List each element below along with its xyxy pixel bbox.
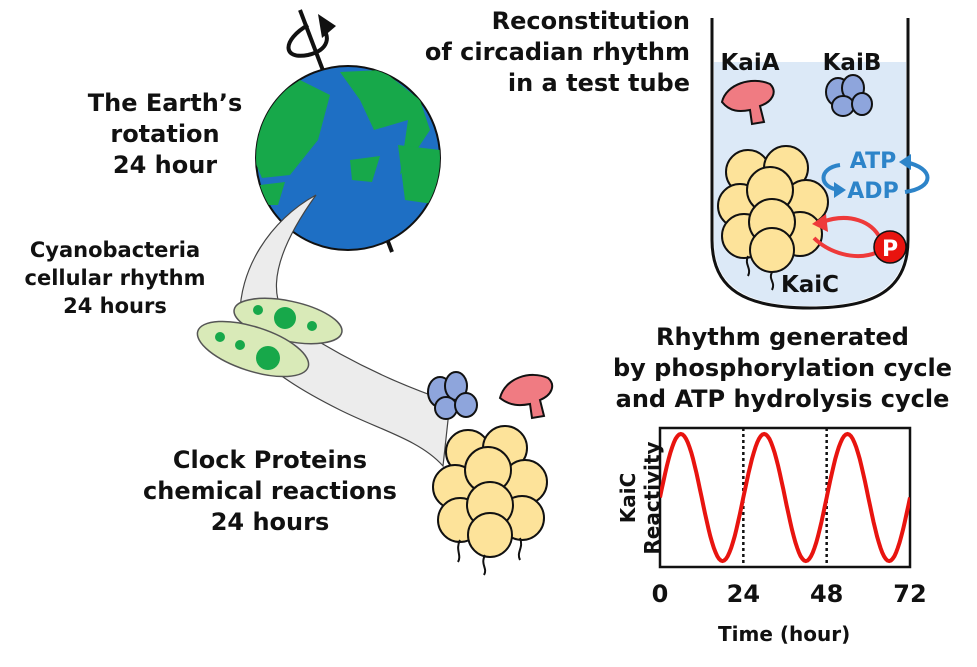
x-tick-72: 72 (893, 580, 927, 608)
clock-line-2: chemical reactions (143, 477, 397, 505)
clock-line-3: 24 hours (210, 508, 330, 536)
cyano-line-1: Cyanobacteria (29, 238, 201, 262)
cyanobacteria-label: Cyanobacteria cellular rhythm 24 hours (10, 236, 220, 320)
atp-arrowhead (899, 154, 911, 170)
kaib-protein-tube (825, 74, 873, 117)
rhythm-chart (658, 426, 912, 569)
rhythm-label: Rhythm generated by phosphorylation cycl… (590, 322, 975, 415)
rhythm-line-1: Rhythm generated (656, 323, 909, 351)
kaia-protein-bottom (498, 373, 554, 420)
clock-proteins-label: Clock Proteins chemical reactions 24 hou… (130, 445, 410, 538)
reconstitution-line-2: of circadian rhythm (424, 38, 690, 66)
earth-line-1: The Earth’s (87, 89, 243, 117)
rhythm-line-3: and ATP hydrolysis cycle (615, 385, 950, 413)
clock-line-1: Clock Proteins (172, 446, 368, 474)
y-axis-title: KaiC Reactivity (616, 423, 664, 573)
phosphate-label: P (882, 237, 898, 262)
cyano-line-3: 24 hours (63, 294, 167, 318)
reconstitution-line-1: Reconstitution (491, 7, 690, 35)
kaia-protein-tube (720, 79, 775, 126)
reconstitution-label: Reconstitution of circadian rhythm in a … (400, 6, 690, 99)
x-axis-title: Time (hour) (718, 622, 851, 646)
phospho-arrowhead-left (812, 214, 828, 232)
x-tick-24: 24 (726, 580, 761, 608)
phosphorylation-arrows (812, 216, 882, 258)
adp-label: ADP (847, 179, 898, 204)
rhythm-line-2: by phosphorylation cycle (612, 354, 953, 382)
kaia-label: KaiA (720, 50, 779, 76)
earth-line-3: 24 hour (112, 151, 218, 179)
phosphate-marker: P (873, 230, 907, 264)
cyano-line-2: cellular rhythm (24, 266, 206, 290)
adp-arrowhead (834, 182, 846, 198)
y-axis-title-line: KaiC Reactivity (616, 441, 664, 555)
earth-line-2: rotation (110, 120, 220, 148)
kaic-hexamer-tube (717, 145, 829, 291)
kaic-label: KaiC (781, 272, 839, 298)
kaib-label: KaiB (823, 50, 882, 76)
x-tick-0: 0 (651, 580, 669, 608)
kaic-hexamer-bottom (432, 425, 548, 576)
kaib-protein-bottom (427, 371, 478, 420)
reconstitution-line-3: in a test tube (507, 69, 690, 97)
kaic-reactivity-curve (660, 431, 910, 564)
cyanobacteria-cells (196, 297, 343, 378)
x-tick-48: 48 (809, 580, 844, 608)
earth-rotation-label: The Earth’s rotation 24 hour (70, 88, 260, 181)
atp-label: ATP (850, 149, 896, 174)
